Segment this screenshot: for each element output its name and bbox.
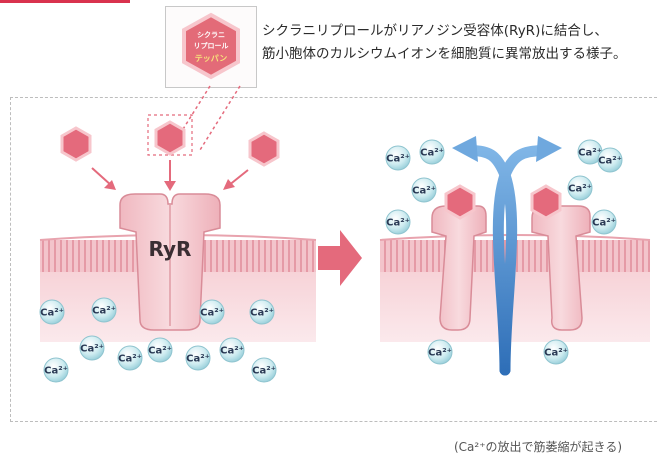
calcium-ion-icon [199,299,225,325]
calcium-ion-label: Ca²⁺ [428,348,452,359]
legend-hexagon-icon: シクラニ リプロール テッパン [182,12,240,80]
calcium-ions: Ca²⁺Ca²⁺Ca²⁺Ca²⁺Ca²⁺Ca²⁺Ca²⁺Ca²⁺Ca²⁺Ca²⁺… [39,139,623,383]
calcium-ion-icon [411,177,437,203]
flow-arrowhead-right-icon [536,136,562,162]
calcium-ion-icon [385,209,411,235]
calcium-ion-icon [249,299,275,325]
binding-arrow [91,167,113,187]
legend-line-1: シクラニ [197,30,225,39]
compound-legend: シクラニ リプロール テッパン [165,6,257,88]
calcium-ion-label: Ca²⁺ [386,154,410,165]
calcium-ion-icon [251,357,277,383]
before-state: RyR [39,120,317,342]
calcium-ion-label: Ca²⁺ [578,148,602,159]
calcium-ion-label: Ca²⁺ [568,184,592,195]
calcium-ion-icon [147,337,173,363]
legend-connector-right [199,85,241,151]
figure-caption: シクラニリプロールがリアノジン受容体(RyR)に結合し、 筋小胞体のカルシウムイ… [262,20,627,66]
calcium-ion-icon [117,345,143,371]
calcium-ion-label: Ca²⁺ [250,308,274,319]
compound-hexagon-icon [154,120,186,156]
calcium-ion-label: Ca²⁺ [220,346,244,357]
flow-arrowhead-left-icon [452,136,478,162]
ryr-receptor-left-half [431,205,487,331]
after-state [379,136,651,376]
calcium-ion-label: Ca²⁺ [200,308,224,319]
calcium-ion-icon [79,335,105,361]
calcium-ion-icon [419,139,445,165]
accent-line [0,0,130,3]
calcium-ion-icon [543,339,569,365]
calcium-ion-icon [185,345,211,371]
bound-compound-hexagon-icon [444,184,476,220]
calcium-ion-icon [219,337,245,363]
calcium-ion-icon [597,147,623,173]
calcium-ion-label: Ca²⁺ [118,354,142,365]
calcium-ion-label: Ca²⁺ [40,308,64,319]
calcium-ion-label: Ca²⁺ [544,348,568,359]
calcium-ion-label: Ca²⁺ [148,346,172,357]
legend-line-2: リプロール [194,41,229,50]
transition-arrow-icon [318,230,362,286]
calcium-ion-icon [427,339,453,365]
calcium-ion-label: Ca²⁺ [92,306,116,317]
calcium-flow-arrow-right [492,144,551,376]
calcium-ion-label: Ca²⁺ [592,218,616,229]
caption-line-1: シクラニリプロールがリアノジン受容体(RyR)に結合し、 [262,23,608,39]
compound-hexagon-icon [60,126,92,162]
calcium-ion-icon [385,145,411,171]
calcium-ion-icon [39,299,65,325]
footnote: (Ca²⁺の放出で筋萎縮が起きる) [454,440,623,454]
calcium-ion-label: Ca²⁺ [80,344,104,355]
calcium-ion-icon [43,357,69,383]
ryr-label: RyR [149,237,192,261]
bound-compound-hexagon-icon [530,184,562,220]
calcium-ion-icon [591,209,617,235]
calcium-ion-icon [567,175,593,201]
legend-line-3: テッパン [195,53,227,63]
membrane-lumen [380,272,650,342]
calcium-ion-label: Ca²⁺ [412,186,436,197]
compound-hexagon-icon [248,131,280,167]
calcium-ion-label: Ca²⁺ [252,366,276,377]
caption-line-2: 筋小胞体のカルシウムイオンを細胞質に異常放出する様子。 [262,46,627,62]
calcium-ion-label: Ca²⁺ [420,148,444,159]
calcium-ion-icon [91,297,117,323]
calcium-ion-label: Ca²⁺ [386,218,410,229]
calcium-ion-label: Ca²⁺ [186,354,210,365]
calcium-ion-label: Ca²⁺ [598,156,622,167]
calcium-ion-label: Ca²⁺ [44,366,68,377]
